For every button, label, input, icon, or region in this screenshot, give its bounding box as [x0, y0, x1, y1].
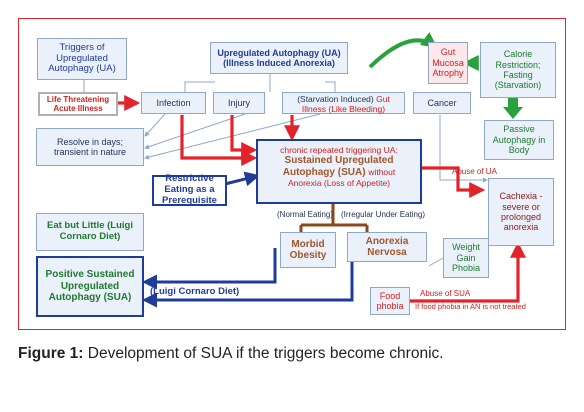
morbid-obesity-text: Morbid Obesity — [289, 238, 327, 262]
infection-box: Infection — [141, 92, 206, 114]
resolve-text: Resolve in days; transient in nature — [53, 136, 127, 157]
cachexia-text: Cachexia - severe or prolonged anorexia — [499, 191, 543, 233]
if-food-phobia-label: If food phobia in AN is not treated — [415, 302, 526, 311]
ua-title: Upregulated Autophagy (UA) — [217, 47, 341, 58]
anorexia-nervosa-text: Anorexia Nervosa — [365, 235, 409, 259]
sua-anorexia-text: Anorexia (Loss of Appetite) — [287, 178, 391, 189]
cancer-box: Cancer — [413, 92, 471, 114]
positive-sua-box: Positive Sustained Upregulated Autophagy… — [36, 256, 144, 317]
restrictive-eating-text: Restrictive Eating as a Prerequisite — [162, 173, 217, 206]
life-threatening-box: Life Threatening Acute Illness — [38, 92, 118, 116]
ua-subtitle: (Illness Induced Anorexia) — [223, 58, 335, 68]
injury-box: Injury — [213, 92, 265, 114]
infection-text: Infection — [156, 97, 191, 108]
starvation-gut-illness-box: (Starvation Induced) Gut Illness (Like B… — [282, 92, 405, 114]
food-phobia-box: Food phobia — [370, 287, 410, 315]
sua-box: chronic repeated triggering UA: Sustaine… — [256, 139, 422, 204]
eat-but-little-box: Eat but Little (Luigi Cornaro Diet) — [36, 213, 144, 251]
starvation-text: (Starvation Induced) — [297, 94, 374, 104]
eat-but-little-text: Eat but Little (Luigi Cornaro Diet) — [46, 220, 133, 242]
sua-without-text: without — [368, 166, 396, 177]
gut-mucosa-box: Gut Mucosa Atrophy — [428, 42, 468, 84]
luigi-cornaro-label: (Luigi Cornaro Diet) — [150, 286, 240, 297]
triggers-text: Triggers of Upregulated Autophagy (UA) — [48, 41, 116, 75]
cachexia-box: Cachexia - severe or prolonged anorexia — [488, 178, 554, 246]
passive-autophagy-text: Passive Autophagy in Body — [492, 124, 546, 156]
blue-arrows — [142, 171, 354, 308]
brown-connectors — [299, 204, 369, 232]
resolve-box: Resolve in days; transient in nature — [36, 128, 144, 166]
weight-gain-phobia-text: Weight Gain Phobia — [451, 242, 481, 274]
caption-label: Figure 1: — [18, 345, 84, 362]
calorie-restriction-box: Calorie Restriction; Fasting (Starvation… — [480, 42, 556, 98]
life-threatening-text: Life Threatening Acute Illness — [46, 94, 110, 113]
gut-text: Gut — [376, 94, 390, 104]
weight-gain-phobia-box: Weight Gain Phobia — [443, 238, 489, 278]
food-phobia-text: Food phobia — [376, 290, 404, 311]
normal-eating-label: (Normal Eating) — [277, 210, 334, 219]
red-arrows — [118, 95, 526, 303]
chronic-trigger-text: chronic repeated triggering UA: — [280, 145, 398, 155]
figure-caption: Figure 1: Development of SUA if the trig… — [18, 345, 566, 363]
passive-autophagy-box: Passive Autophagy in Body — [484, 120, 554, 160]
ua-box: Upregulated Autophagy (UA) (Illness Indu… — [210, 42, 348, 74]
positive-sua-text: Positive Sustained Upregulated Autophagy… — [45, 269, 135, 304]
injury-text: Injury — [227, 97, 250, 108]
triggers-box: Triggers of Upregulated Autophagy (UA) — [37, 38, 127, 80]
calorie-restriction-text: Calorie Restriction; Fasting (Starvation… — [494, 49, 542, 91]
irregular-under-eating-label: (Irregular Under Eating) — [341, 210, 426, 219]
gut-illness-text: Illness (Like Bleeding) — [301, 104, 386, 115]
anorexia-nervosa-box: Anorexia Nervosa — [347, 232, 427, 262]
cancer-text: Cancer — [427, 97, 457, 108]
morbid-obesity-box: Morbid Obesity — [280, 232, 336, 268]
sua-title: Sustained Upregulated Autophagy (SUA) — [282, 155, 394, 178]
gut-mucosa-text: Gut Mucosa Atrophy — [432, 47, 464, 79]
caption-text: Development of SUA if the triggers becom… — [83, 345, 444, 362]
abuse-of-sua-label: Abuse of SUA — [420, 289, 471, 298]
restrictive-eating-box: Restrictive Eating as a Prerequisite — [152, 173, 227, 206]
sua-title-row: Sustained Upregulated Autophagy (SUA) wi… — [261, 155, 417, 178]
abuse-of-ua-label: Abuse of UA — [452, 167, 497, 176]
